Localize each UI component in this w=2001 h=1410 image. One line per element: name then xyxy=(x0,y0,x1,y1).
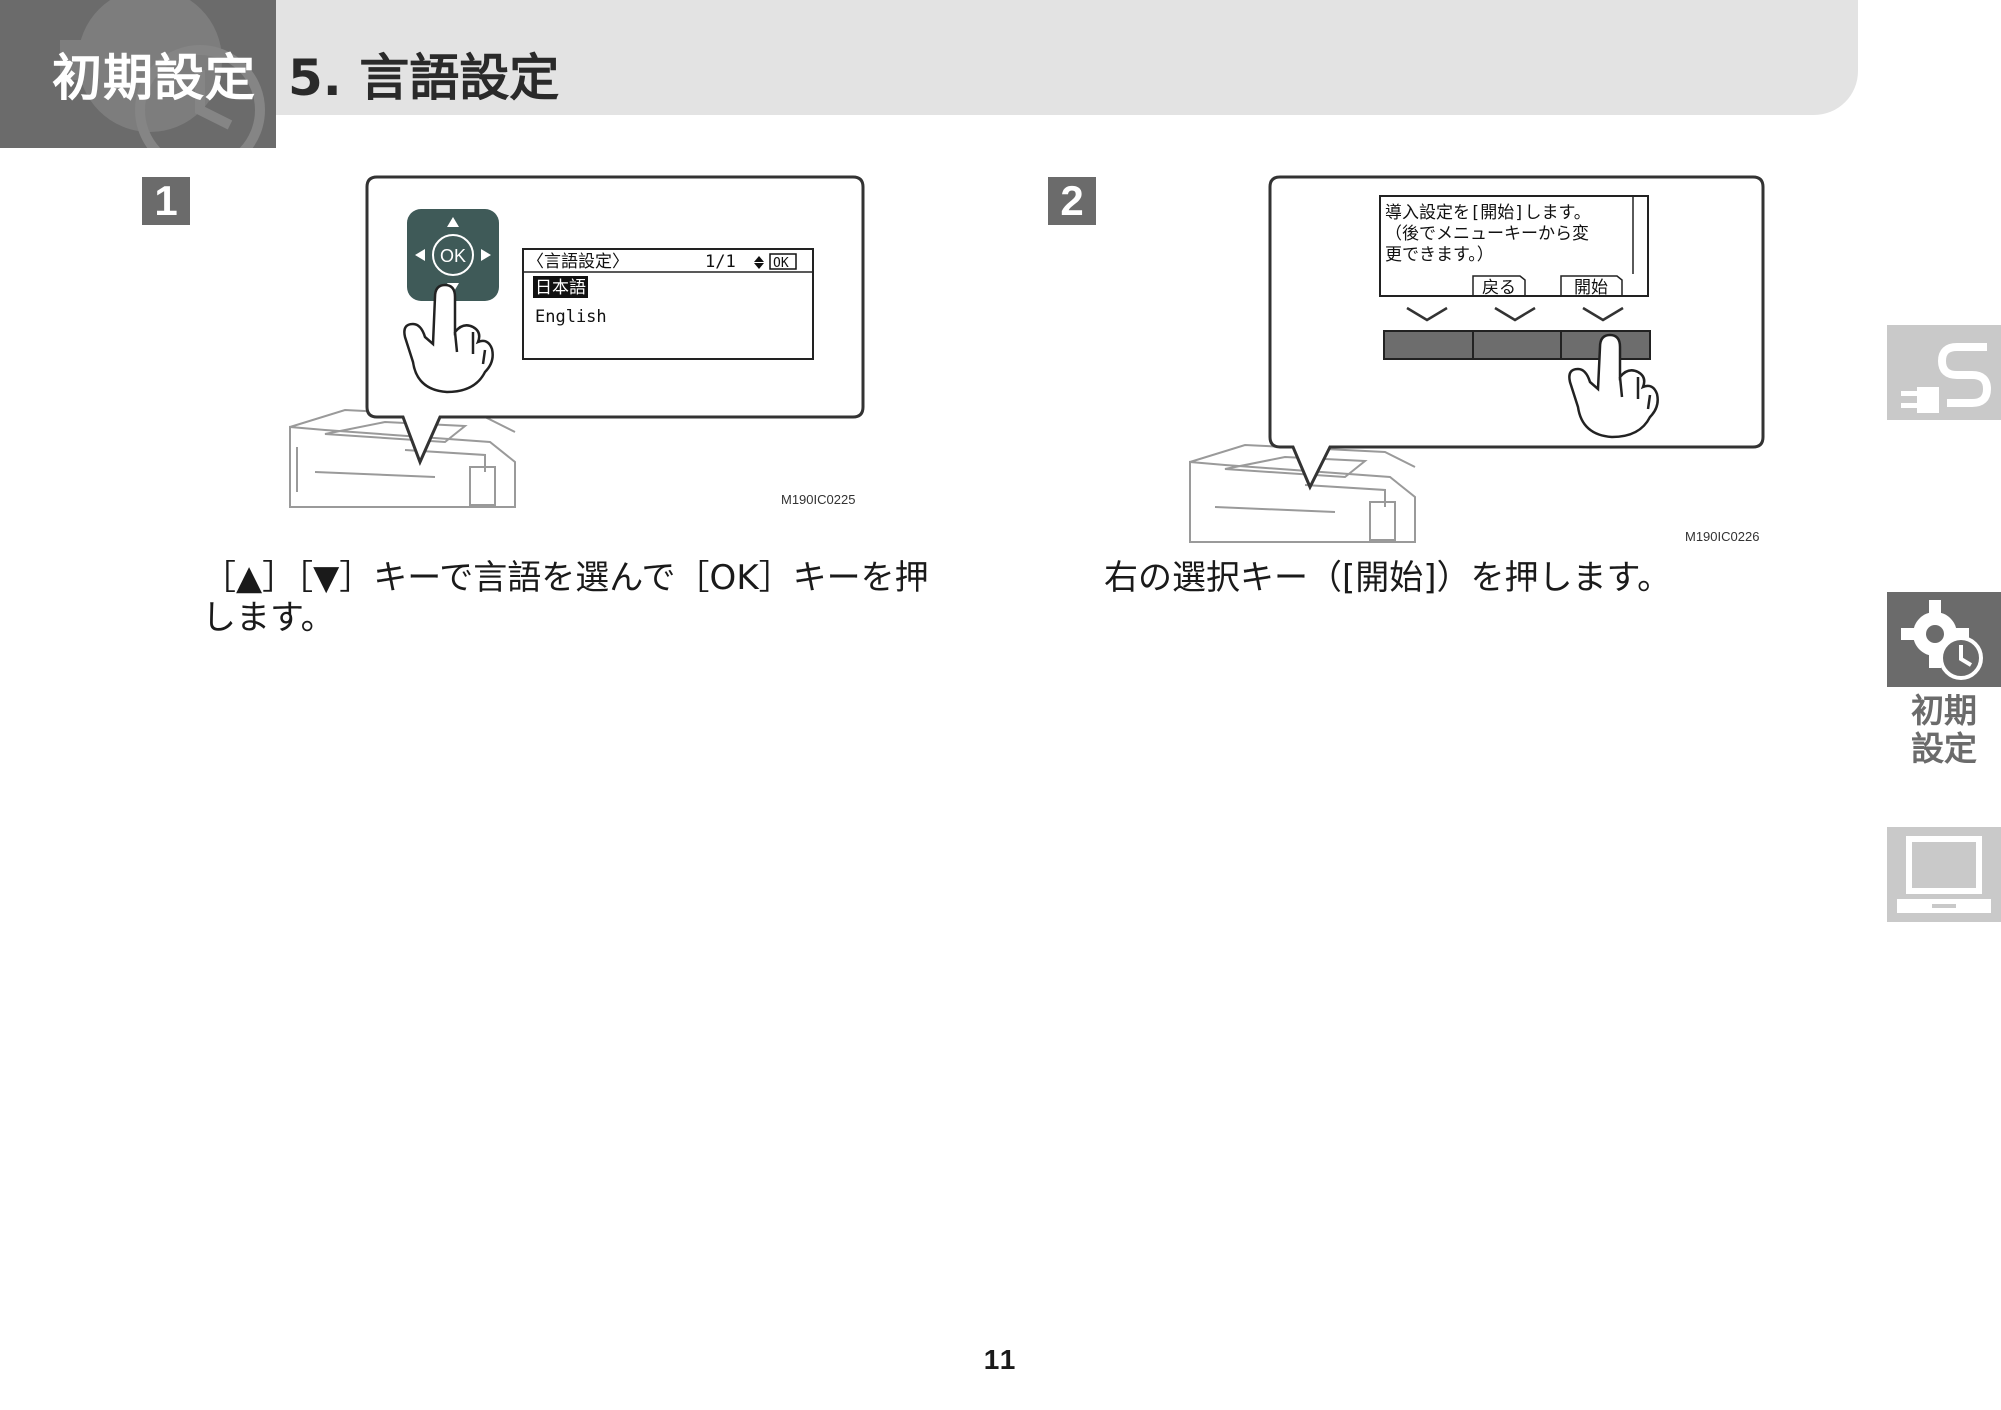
scroll-down-icon xyxy=(754,263,764,269)
step-number-1: 1 xyxy=(142,177,190,225)
side-tab-label-line: 初期 xyxy=(1911,691,1977,730)
step-1-instruction: ［▲］［▼］キーで言語を選んで［OK］キーを押 します。 xyxy=(202,558,962,638)
soft-key-back-label: 戻る xyxy=(1482,278,1516,298)
lcd-option-japanese: 日本語 xyxy=(535,278,586,298)
lcd-option-english: English xyxy=(535,307,607,327)
figure-code: M190IC0226 xyxy=(1685,529,1760,544)
step-number-2: 2 xyxy=(1048,177,1096,225)
step-1-figure: OK 〈言語設定〉 1/1 OK 日本語 English M190IC0225 xyxy=(285,172,865,512)
lcd-message-line: 導入設定を[開始]します。 xyxy=(1385,203,1591,223)
page-number: 11 xyxy=(983,1344,1018,1375)
gear-clock-icon xyxy=(60,0,265,148)
section-title: 5. 言語設定 xyxy=(288,49,560,107)
laptop-icon xyxy=(1897,836,1991,913)
figure-code: M190IC0225 xyxy=(781,492,856,507)
header-bar xyxy=(0,0,1858,115)
keypad: OK xyxy=(407,209,499,301)
step-2-figure: 導入設定を[開始]します。 （後でメニューキーから変 更できます。） 戻る 開始… xyxy=(1185,172,1765,547)
gear-clock-icon xyxy=(1901,600,1983,680)
lcd-message-line: （後でメニューキーから変 xyxy=(1385,224,1589,244)
instruction-line: します。 xyxy=(202,598,335,638)
side-tab-connection[interactable] xyxy=(1887,325,2001,420)
lcd-panel: 導入設定を[開始]します。 （後でメニューキーから変 更できます。） 戻る 開始 xyxy=(1379,195,1649,298)
arrow-right-icon xyxy=(481,249,491,261)
arrow-up-icon xyxy=(447,217,459,227)
arrow-left-icon xyxy=(415,249,425,261)
scroll-up-icon xyxy=(754,256,764,262)
power-plug-icon xyxy=(1901,343,1992,413)
printer-illustration xyxy=(289,408,516,508)
pointing-hand-icon xyxy=(403,283,494,394)
chevron-down-icon xyxy=(1406,306,1624,322)
lcd-title: 〈言語設定〉 xyxy=(527,252,629,272)
instruction-line: ［▲］［▼］キーで言語を選んで［OK］キーを押 xyxy=(202,558,929,598)
lcd-page: 1/1 xyxy=(705,252,736,272)
side-tab-label: 初期 設定 xyxy=(1887,692,2001,768)
keypad-ok-label: OK xyxy=(440,246,466,266)
step-2-instruction: 右の選択キー（[開始]）を押します。 xyxy=(1104,558,1824,598)
pointing-hand-icon xyxy=(1568,333,1659,439)
side-tab-label-line: 設定 xyxy=(1911,729,1977,768)
chapter-tab: 初期設定 xyxy=(0,0,276,148)
lcd-ok-label: OK xyxy=(773,256,789,271)
lcd-message-line: 更できます。） xyxy=(1385,245,1494,265)
chapter-label: 初期設定 xyxy=(52,49,256,107)
instruction-line: 右の選択キー（[開始]）を押します。 xyxy=(1104,558,1672,598)
side-tab-computer[interactable] xyxy=(1887,827,2001,922)
soft-key-start-label: 開始 xyxy=(1574,278,1608,298)
lcd-panel: 〈言語設定〉 1/1 OK 日本語 English xyxy=(522,248,814,360)
side-tab-initial-setup[interactable] xyxy=(1887,592,2001,687)
